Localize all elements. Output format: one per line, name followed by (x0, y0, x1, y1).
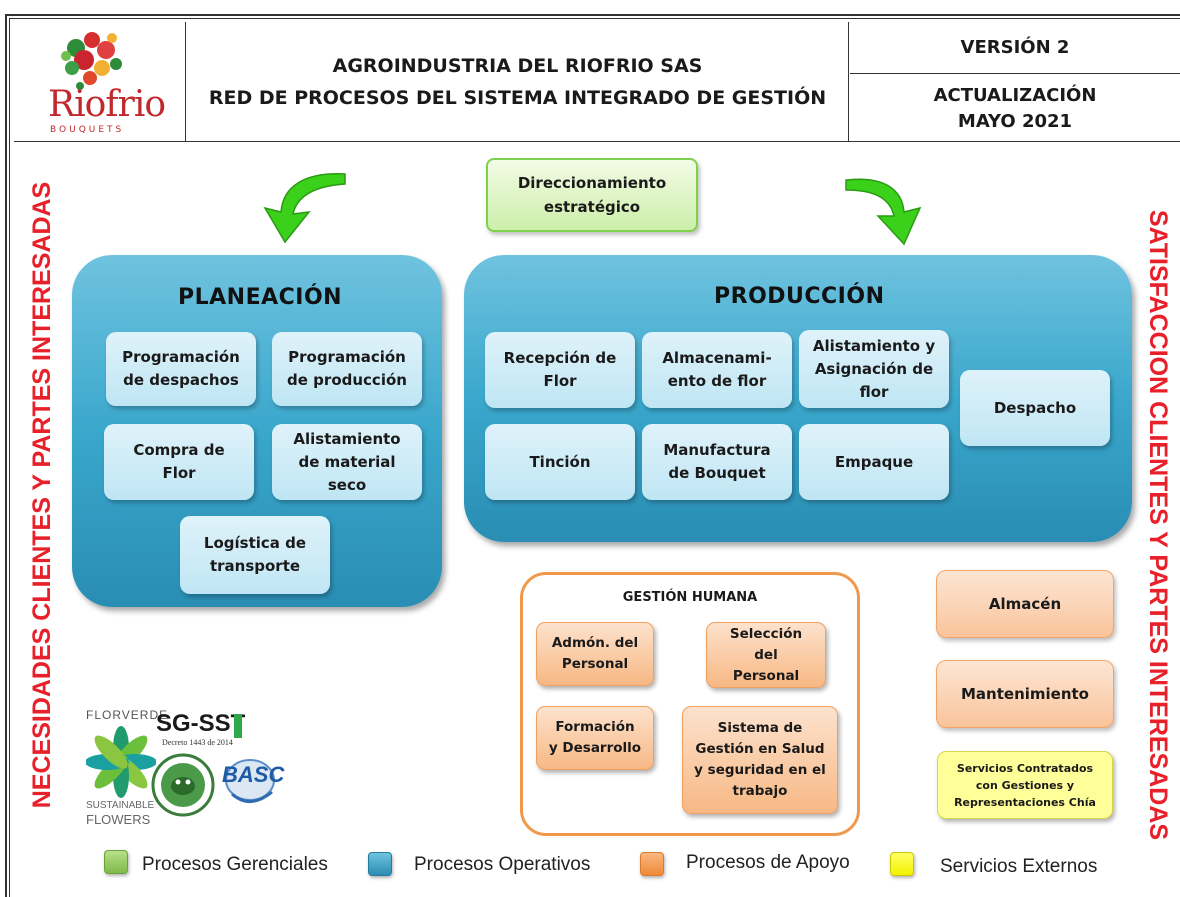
item-line: Gestión en Salud (695, 741, 825, 757)
item-line: Personal (732, 667, 800, 684)
legend-swatch-apoyo (640, 852, 664, 876)
item-line: Selección (729, 625, 803, 642)
arrow-right-icon (845, 178, 922, 246)
servicios-externos-box: Servicios Contratados con Gestiones y Re… (937, 751, 1113, 819)
florverde-flower-icon (86, 726, 156, 798)
gestion-humana-title: GESTIÓN HUMANA (622, 590, 758, 605)
sgsst-accent (234, 714, 242, 738)
direccionamiento-line2: estratégico (543, 198, 641, 216)
item-line: Flor (162, 464, 196, 482)
legend-swatch-externos (890, 852, 914, 876)
planeacion-item: Logística de transporte (180, 516, 330, 594)
item-line: Despacho (993, 398, 1077, 417)
item-line: del (754, 646, 778, 663)
item-line: Empaque (834, 452, 914, 471)
planeacion-item: Alistamiento de material seco (272, 424, 422, 500)
item-line: Servicios Contratados (956, 761, 1094, 775)
item-line: Recepción de (503, 349, 617, 367)
rainforest-seal-icon (151, 753, 215, 817)
item-line: ento de flor (667, 372, 767, 390)
item-line: Alistamiento (293, 429, 401, 448)
page-frame-outer (5, 14, 1180, 897)
produccion-item: Almacenami- ento de flor (642, 332, 792, 408)
gestion-humana-item: Admón. del Personal (536, 622, 654, 686)
item-line: Manufactura (663, 441, 771, 459)
planeacion-item: Compra de Flor (104, 424, 254, 500)
produccion-item: Manufactura de Bouquet (642, 424, 792, 500)
item-line: de producción (287, 371, 407, 389)
produccion-item: Alistamiento y Asignación de flor (799, 330, 949, 408)
item-line: Compra de (133, 441, 225, 459)
item-line: Personal (561, 656, 629, 672)
item-line: Sistema de (717, 720, 803, 736)
planeacion-title: PLANEACIÓN (178, 285, 343, 310)
page-frame-inner (9, 18, 1180, 897)
item-line: Almacenami- (662, 349, 772, 367)
item-line: de despachos (123, 371, 239, 389)
item-line: de material (298, 452, 396, 471)
item-line: Programación (122, 348, 240, 366)
planeacion-item: Programación de despachos (106, 332, 256, 406)
item-line: Admón. del (551, 635, 639, 651)
arrow-left-icon (263, 173, 346, 244)
header: Riofrio BOUQUETS AGROINDUSTRIA DEL RIOFR… (14, 22, 1180, 142)
gestion-humana-item: Sistema de Gestión en Salud y seguridad … (682, 706, 838, 814)
logo-wordmark: Riofrio (48, 84, 166, 125)
direccionamiento-estrategico-box: Direccionamiento estratégico (486, 158, 698, 232)
item-line: y seguridad en el (694, 762, 826, 778)
item-line: transporte (209, 557, 301, 575)
version-cell: VERSIÓN 2 (850, 22, 1180, 74)
logo-subtitle: BOUQUETS (50, 125, 125, 135)
almacen-box: Almacén (936, 570, 1114, 638)
legend-swatch-operativos (368, 852, 392, 876)
gestion-humana-item: Selección del Personal (706, 622, 826, 688)
produccion-item: Despacho (960, 370, 1110, 446)
legend-swatch-gerenciales (104, 850, 128, 874)
item-line: con Gestiones y (975, 778, 1075, 792)
legend-label: Procesos Gerenciales (142, 854, 328, 875)
side-text-needs: NECESIDADES CLIENTES Y PARTES INTERESADA… (28, 181, 56, 809)
update-cell: ACTUALIZACIÓN MAYO 2021 (850, 75, 1180, 142)
logo-cell: Riofrio BOUQUETS (14, 22, 186, 142)
update-label: ACTUALIZACIÓN (933, 84, 1097, 106)
company-name: AGROINDUSTRIA DEL RIOFRIO SAS (332, 55, 703, 77)
item-line: Asignación de (814, 359, 934, 378)
sgsst-logo: SG-SST (156, 710, 246, 737)
florverde-label: FLORVERDE (86, 708, 169, 722)
item-line: Flor (543, 372, 577, 390)
produccion-item: Recepción de Flor (485, 332, 635, 408)
item-line: flor (859, 382, 889, 401)
item-line: y Desarrollo (548, 740, 642, 756)
item-line: Formación (555, 719, 635, 735)
produccion-item: Tinción (485, 424, 635, 500)
florverde-sub1: SUSTAINABLE (86, 800, 155, 811)
update-date: MAYO 2021 (957, 110, 1073, 132)
legend-label: Servicios Externos (940, 856, 1098, 877)
legend-label: Procesos de Apoyo (686, 852, 850, 873)
item-line: Alistamiento y (812, 336, 936, 355)
side-text-satisfaction: SATISFACCION CLIENTES Y PARTES INTERESAD… (1144, 209, 1172, 841)
legend-label: Procesos Operativos (414, 854, 591, 875)
mantenimiento-box: Mantenimiento (936, 660, 1114, 728)
gestion-humana-item: Formación y Desarrollo (536, 706, 654, 770)
produccion-title: PRODUCCIÓN (714, 284, 885, 309)
planeacion-item: Programación de producción (272, 332, 422, 406)
direccionamiento-line1: Direccionamiento (517, 174, 667, 192)
header-title: AGROINDUSTRIA DEL RIOFRIO SAS RED DE PRO… (187, 22, 849, 142)
item-line: Tinción (529, 452, 591, 471)
produccion-item: Empaque (799, 424, 949, 500)
item-line: Programación (288, 348, 406, 366)
item-line: seco (327, 475, 367, 494)
item-line: de Bouquet (668, 464, 766, 482)
item-line: Logística de (203, 534, 307, 552)
basc-logo-icon (225, 759, 275, 803)
riofrio-flower-icon (61, 32, 122, 90)
sgsst-subtitle: Decreto 1443 de 2014 (162, 738, 233, 747)
item-line: trabajo (732, 783, 788, 799)
document-title: RED DE PROCESOS DEL SISTEMA INTEGRADO DE… (208, 87, 827, 109)
florverde-sub2: FLOWERS (86, 812, 151, 827)
basc-label: BASC (222, 762, 285, 787)
item-line: Representaciones Chía (954, 795, 1096, 809)
